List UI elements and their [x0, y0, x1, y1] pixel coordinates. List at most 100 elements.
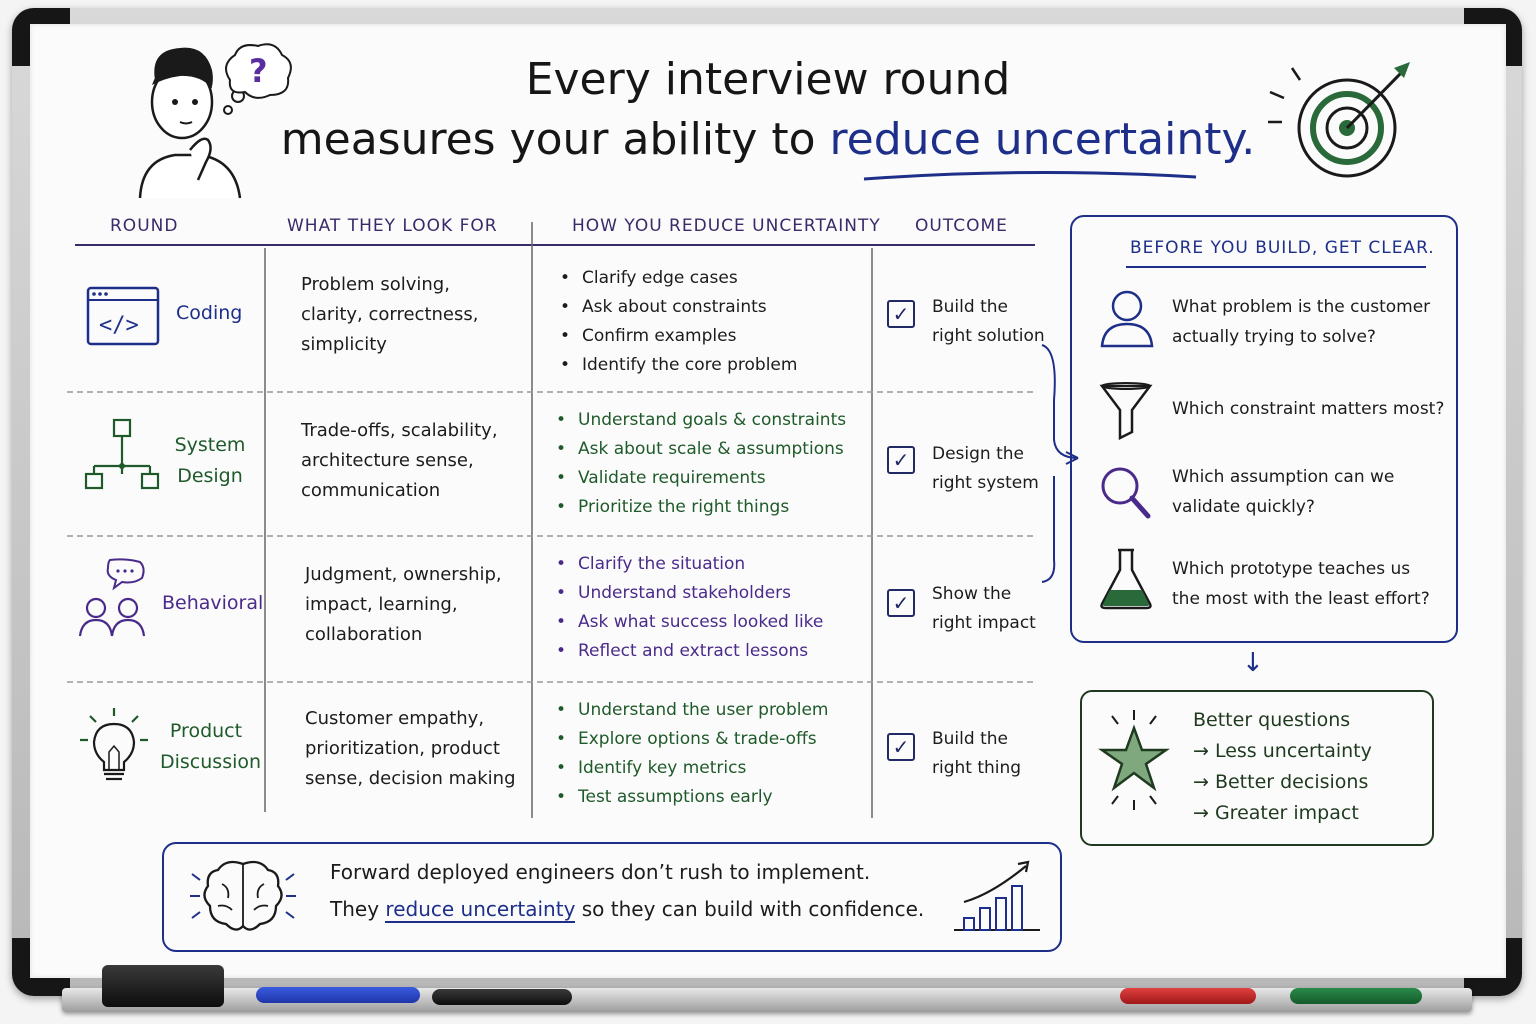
outcome-line: right impact [932, 613, 1036, 633]
result-line: Better questions [1193, 709, 1351, 731]
brain-icon [190, 860, 296, 931]
look-for-line: Problem solving, [301, 274, 450, 295]
look-for-line: clarity, correctness, [301, 304, 479, 325]
title-line-2: measures your ability to reduce uncertai… [0, 110, 1536, 170]
round-name-coding: Coding [176, 298, 242, 329]
round-name-system-design: System Design [170, 430, 250, 492]
how-item: Understand the user problem [556, 696, 829, 725]
how-item: Validate requirements [556, 464, 846, 493]
question-line: the most with the least effort? [1172, 589, 1430, 609]
outcome-line: right system [932, 473, 1039, 493]
result-line: → Better decisions [1193, 771, 1369, 793]
funnel-icon [1099, 382, 1153, 440]
how-item: Ask about constraints [560, 293, 797, 322]
outcome-line: right solution [932, 326, 1045, 346]
look-for-product-discussion: Customer empathy, prioritization, produc… [305, 704, 516, 794]
checkbox-checked: ✓ [887, 446, 915, 474]
look-for-line: Customer empathy, [305, 708, 485, 729]
look-for-line: Trade-offs, scalability, [301, 420, 498, 441]
lightbulb-icon [80, 708, 148, 781]
footer-line-1: Forward deployed engineers don’t rush to… [330, 860, 871, 884]
look-for-line: architecture sense, [301, 450, 474, 471]
flask-icon [1100, 548, 1152, 610]
code-window-icon: </> [86, 286, 160, 346]
outcome-system-design: Design the right system [932, 440, 1039, 498]
footer-highlight: reduce uncertainty [385, 897, 576, 923]
round-name-behavioral: Behavioral [162, 588, 263, 619]
outcome-line: Build the [932, 729, 1008, 749]
question-problem: What problem is the customer actually tr… [1172, 292, 1430, 352]
thinking-person-icon: ? [138, 43, 292, 199]
checkbox-checked: ✓ [887, 733, 915, 761]
footer-line-2: They reduce uncertainty so they can buil… [330, 897, 925, 923]
footer-line-2-prefix: They [330, 897, 380, 921]
column-header-look-for: WHAT THEY LOOK FOR [287, 216, 498, 236]
growth-chart-icon [954, 860, 1040, 931]
look-for-behavioral: Judgment, ownership, impact, learning, c… [305, 560, 502, 650]
sidebar-heading-underline [1126, 266, 1426, 268]
look-for-line: communication [301, 480, 441, 501]
title-underline [863, 170, 1197, 181]
green-marker[interactable] [1290, 988, 1422, 1004]
how-list-system-design: Understand goals & constraints Ask about… [556, 406, 846, 522]
magnifier-icon [1101, 467, 1151, 519]
how-item: Explore options & trade-offs [556, 725, 829, 754]
before-you-build-panel [1070, 215, 1458, 643]
question-prototype: Which prototype teaches us the most with… [1172, 554, 1430, 614]
down-arrow-icon: ↓ [1242, 648, 1264, 678]
round-label: System [174, 434, 246, 456]
svg-text:?: ? [249, 52, 268, 90]
look-for-line: prioritization, product [305, 738, 500, 759]
blue-marker[interactable] [256, 987, 420, 1003]
black-marker[interactable] [432, 989, 572, 1005]
result-lines: Better questions → Less uncertainty → Be… [1193, 705, 1372, 829]
how-item: Understand stakeholders [556, 579, 823, 608]
question-line: Which assumption can we [1172, 467, 1395, 487]
how-item: Reflect and extract lessons [556, 637, 823, 666]
people-speech-icon [78, 558, 146, 637]
question-constraint: Which constraint matters most? [1172, 394, 1444, 424]
look-for-line: Judgment, ownership, [305, 564, 502, 585]
outcome-line: right thing [932, 758, 1022, 778]
round-label: Product [169, 720, 243, 742]
column-header-how: HOW YOU REDUCE UNCERTAINTY [572, 216, 881, 236]
eraser[interactable] [102, 965, 224, 1007]
target-icon [1268, 62, 1410, 178]
how-item: Clarify the situation [556, 550, 823, 579]
how-item: Identify the core problem [560, 351, 797, 380]
question-line: validate quickly? [1172, 497, 1315, 517]
round-name-product-discussion: Product Discussion [160, 716, 261, 778]
how-list-behavioral: Clarify the situation Understand stakeho… [556, 550, 823, 666]
star-icon [1098, 710, 1170, 810]
user-icon [1100, 290, 1154, 348]
look-for-coding: Problem solving, clarity, correctness, s… [301, 270, 478, 360]
outcome-line: Build the [932, 297, 1008, 317]
outcome-coding: Build the right solution [932, 293, 1045, 351]
column-header-round: ROUND [110, 216, 179, 236]
outcome-product-discussion: Build the right thing [932, 725, 1021, 783]
checkbox-checked: ✓ [887, 589, 915, 617]
look-for-system-design: Trade-offs, scalability, architecture se… [301, 416, 498, 506]
title-line-1: Every interview round [525, 54, 1011, 105]
result-line: → Greater impact [1193, 802, 1359, 824]
red-marker[interactable] [1120, 988, 1256, 1004]
question-line: Which prototype teaches us [1172, 559, 1411, 579]
footer-line-2-suffix: so they can build with confidence. [581, 897, 925, 921]
result-line: → Less uncertainty [1193, 740, 1372, 762]
question-line: Which constraint matters most? [1172, 399, 1445, 419]
title-highlight: reduce uncertainty. [829, 114, 1256, 165]
how-item: Identify key metrics [556, 754, 829, 783]
how-list-coding: Clarify edge cases Ask about constraints… [560, 264, 797, 380]
look-for-line: collaboration [305, 624, 423, 645]
title-line-2-prefix: measures your ability to [280, 114, 816, 165]
how-item: Confirm examples [560, 322, 797, 351]
how-list-product-discussion: Understand the user problem Explore opti… [556, 696, 829, 812]
outcome-behavioral: Show the right impact [932, 580, 1036, 638]
question-assumption: Which assumption can we validate quickly… [1172, 462, 1394, 522]
sidebar-heading: BEFORE YOU BUILD, GET CLEAR. [1130, 238, 1435, 258]
column-header-outcome: OUTCOME [915, 216, 1008, 236]
round-label: Design [177, 465, 243, 487]
how-item: Test assumptions early [556, 783, 829, 812]
result-panel [1080, 690, 1434, 846]
